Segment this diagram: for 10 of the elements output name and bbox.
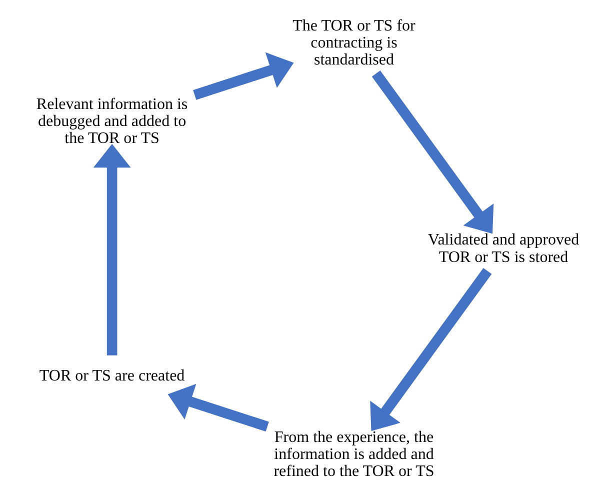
node-text: TOR or TS are created (38, 367, 184, 384)
node-text: From the experience, the information is added and refined to the TOR or TS (273, 428, 434, 480)
node-text: The TOR or TS for contracting is standardised (292, 17, 415, 69)
arrow (167, 384, 268, 432)
node-text: Validated and approved TOR or TS is stored (427, 232, 579, 266)
arrow (192, 52, 294, 100)
arrow (370, 268, 492, 432)
arrow (371, 70, 494, 234)
node-text: Relevant information is debugged and added to the TOR or TS (36, 96, 188, 148)
arrow (92, 144, 130, 356)
